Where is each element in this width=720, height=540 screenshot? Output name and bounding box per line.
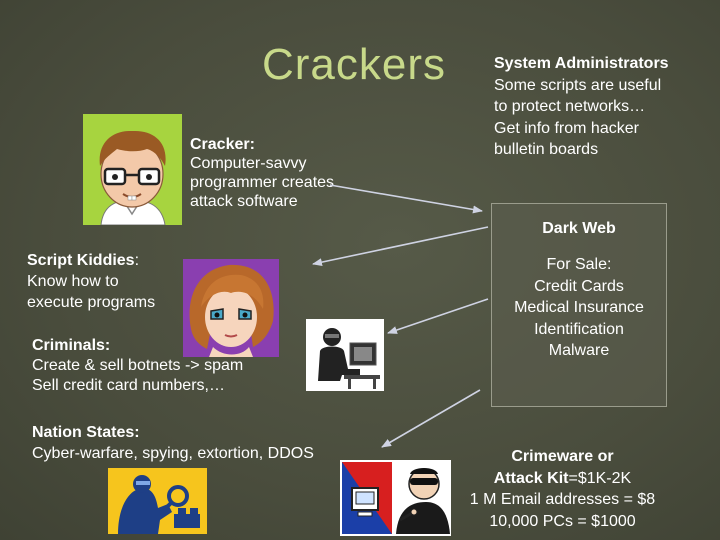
nation-states-label: Nation States: [32,424,140,441]
sysadmins-line: Get info from hacker [494,119,639,137]
script-kiddie-anime-icon [183,259,279,357]
for-sale-list: For Sale: Credit Cards Medical Insurance… [492,254,666,362]
attack-kit-label: Attack Kit [493,469,569,487]
criminals-line: Create & sell botnets -> spam [32,357,244,374]
cracker-cartoon-icon [83,114,182,225]
criminals-description: Criminals: Create & sell botnets -> spam… [32,336,243,396]
crimeware-label-line1: Crimeware or [511,448,614,465]
criminals-label: Criminals: [32,337,111,354]
sysadmins-line: to protect networks… [494,98,646,115]
nation-state-spy-icon [108,468,207,534]
dark-web-box: Dark Web For Sale: Credit Cards Medical … [491,203,667,407]
for-sale-item: Credit Cards [534,277,624,295]
cracker-description: Cracker: Computer-savvy programmer creat… [190,135,334,211]
cracker-line: programmer creates [190,174,335,191]
for-sale-item: Malware [548,342,610,359]
script-kiddies-line: execute programs [27,294,156,311]
script-kiddies-description: Script Kiddies: Know how to execute prog… [27,250,155,313]
script-kiddies-line: Know how to [27,273,119,290]
arrow-cracker-to-darkweb [329,184,483,214]
criminals-line: Sell credit card numbers,… [32,377,225,394]
cracker-line: Computer-savvy [190,155,307,172]
crimeware-hacker-icon [340,460,451,536]
sysadmins-description: System Administrators Some scripts are u… [494,53,669,161]
cracker-label: Cracker: [190,136,255,153]
script-kiddies-colon: : [134,252,140,269]
arrow-darkweb-to-script-kiddies [312,226,489,267]
for-sale-item: Medical Insurance [514,299,644,316]
script-kiddies-label: Script Kiddies [27,252,135,269]
nation-states-line: Cyber-warfare, spying, extortion, DDOS [32,445,314,462]
crimeware-label-line2: Attack Kit=$1K-2K [450,468,675,490]
sysadmins-label: System Administrators [494,55,669,72]
cracker-line: attack software [190,193,298,210]
criminal-hacker-icon [306,319,384,391]
nation-states-description: Nation States: Cyber-warfare, spying, ex… [32,422,314,464]
arrow-darkweb-to-criminals [387,298,489,334]
arrow-darkweb-to-nation-states [381,389,481,448]
for-sale-item: Identification [534,320,624,338]
slide-title: Crackers [262,40,447,89]
crimeware-description: Crimeware or Attack Kit=$1K-2K 1 M Email… [450,446,675,532]
crimeware-price-line: 10,000 PCs = $1000 [489,512,636,530]
dark-web-title: Dark Web [542,220,616,237]
sysadmins-line: Some scripts are useful [494,76,662,94]
crimeware-price-line: 1 M Email addresses = $8 [469,491,656,508]
attack-kit-price: =$1K-2K [568,469,632,487]
sysadmins-line: bulletin boards [494,141,599,158]
for-sale-label: For Sale: [546,256,612,273]
